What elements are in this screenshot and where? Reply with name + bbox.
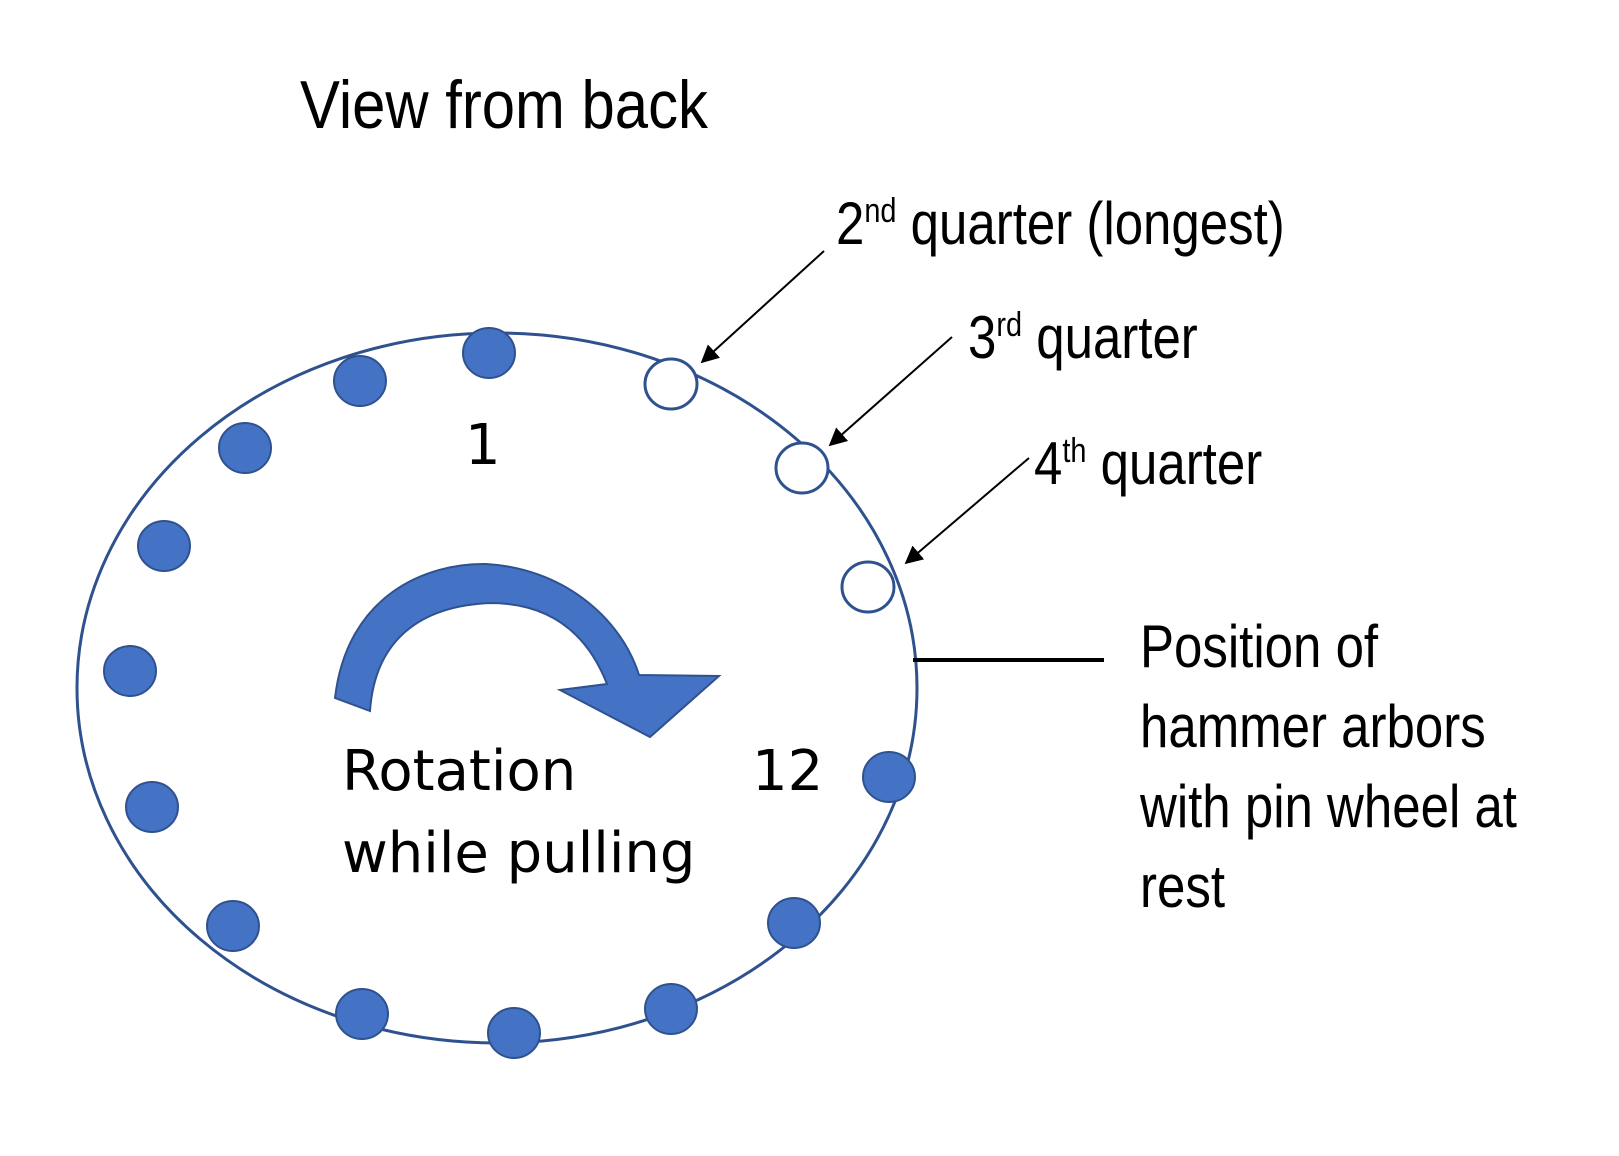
pin-filled-12 (862, 751, 916, 803)
label-2nd-quarter-text: quarter (longest) (897, 190, 1285, 257)
label-4th-quarter-text: quarter (1086, 430, 1262, 497)
pin-filled-2 (333, 355, 387, 407)
arrow-4th-quarter (904, 457, 1030, 565)
position-note-line3: with pin wheel at (1139, 773, 1517, 840)
label-3rd-quarter-number: 3 (968, 304, 996, 371)
pin-filled-10 (644, 983, 698, 1035)
pin-group (103, 327, 916, 1059)
pin-filled-11 (767, 897, 821, 949)
arrow-2nd-quarter (700, 250, 825, 364)
pin-number-1: 1 (465, 413, 501, 478)
label-3rd-quarter-text: quarter (1022, 304, 1198, 371)
pin-filled-4 (137, 520, 191, 572)
label-3rd-quarter: 3rd quarter (968, 304, 1198, 371)
arrow-3rd-quarter (828, 336, 953, 447)
pin-filled-5 (103, 645, 157, 697)
rotation-label-line2: while pulling (342, 821, 695, 886)
label-2nd-quarter-number: 2 (836, 190, 864, 257)
pin-open-2 (643, 357, 699, 411)
pin-filled-7 (206, 900, 260, 952)
position-note: Position of hammer arbors with pin wheel… (1139, 613, 1517, 920)
label-4th-quarter-number: 4 (1034, 430, 1062, 497)
pin-filled-8 (335, 988, 389, 1040)
pin-filled-6 (125, 781, 179, 833)
label-3rd-quarter-suffix: rd (996, 305, 1022, 344)
pin-filled-1 (462, 327, 516, 379)
label-2nd-quarter-suffix: nd (864, 191, 896, 230)
pin-filled-3 (218, 422, 272, 474)
position-note-line4: rest (1140, 853, 1225, 920)
pin-open-4 (840, 560, 896, 614)
label-4th-quarter: 4th quarter (1034, 430, 1262, 497)
pin-open-3 (774, 441, 830, 495)
diagram-title: View from back (300, 66, 709, 142)
rotation-label-line1: Rotation (342, 739, 576, 804)
pin-filled-9 (487, 1007, 541, 1059)
position-note-line1: Position of (1140, 613, 1379, 680)
label-2nd-quarter: 2nd quarter (longest) (836, 190, 1285, 257)
position-note-line2: hammer arbors (1140, 693, 1486, 760)
rotation-arrow (333, 562, 722, 739)
label-4th-quarter-suffix: th (1062, 431, 1086, 470)
pin-number-12: 12 (752, 739, 823, 804)
